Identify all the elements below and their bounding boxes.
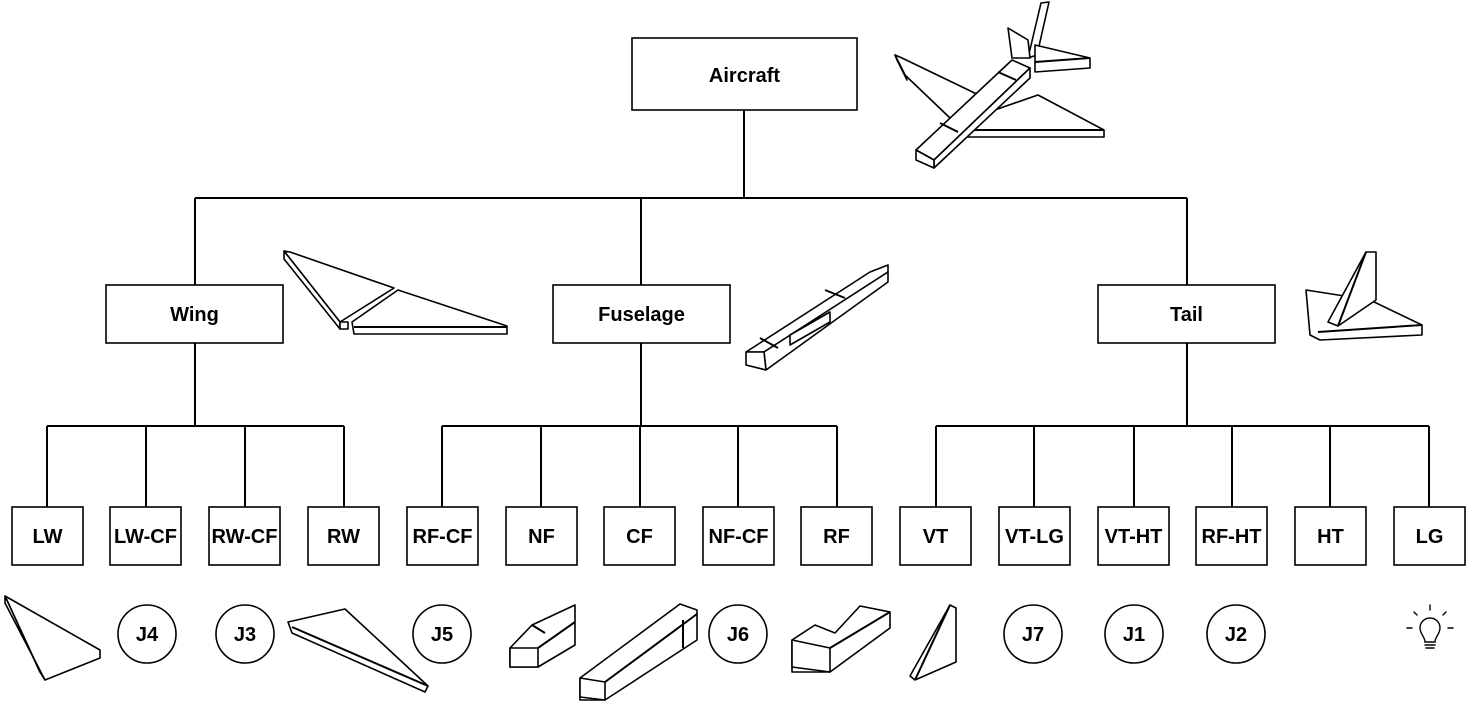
right-wing-part-icon <box>287 608 429 693</box>
joint-j5: J5 <box>412 604 472 664</box>
wing-icon <box>283 250 508 335</box>
node-vt: VT <box>899 506 972 566</box>
joint-j3: J3 <box>215 604 275 664</box>
node-rw: RW <box>307 506 380 566</box>
joint-j2: J2 <box>1206 604 1266 664</box>
joint-j7: J7 <box>1003 604 1063 664</box>
node-ht-label: HT <box>1317 526 1344 548</box>
node-fuselage: Fuselage <box>552 284 731 344</box>
node-fuselage-label: Fuselage <box>598 304 685 326</box>
vertical-tail-part-icon <box>909 604 957 681</box>
node-vt-ht-label: VT-HT <box>1105 526 1163 548</box>
node-aircraft-label: Aircraft <box>709 65 780 87</box>
node-rf-ht-label: RF-HT <box>1202 526 1262 548</box>
node-lg-label: LG <box>1416 526 1444 548</box>
node-nf-cf-label: NF-CF <box>709 526 769 548</box>
node-wing-label: Wing <box>170 304 219 326</box>
joint-j3-label: J3 <box>234 624 256 646</box>
joint-j4: J4 <box>117 604 177 664</box>
joint-j7-label: J7 <box>1022 624 1044 646</box>
node-rw-cf-label: RW-CF <box>212 526 278 548</box>
joint-j6: J6 <box>708 604 768 664</box>
node-rf: RF <box>800 506 873 566</box>
rear-fuselage-part-icon <box>791 605 891 673</box>
node-nf: NF <box>505 506 578 566</box>
tail-icon <box>1305 251 1423 341</box>
node-vt-lg-label: VT-LG <box>1005 526 1064 548</box>
joint-j4-label: J4 <box>136 624 159 646</box>
node-rw-label: RW <box>327 526 360 548</box>
tree-connectors <box>46 110 1430 507</box>
node-nf-cf: NF-CF <box>702 506 775 566</box>
node-vt-label: VT <box>923 526 949 548</box>
nose-fuselage-part-icon <box>509 604 576 668</box>
node-wing: Wing <box>105 284 284 344</box>
node-tail: Tail <box>1097 284 1276 344</box>
fuselage-icon <box>745 264 889 371</box>
node-tail-label: Tail <box>1170 304 1203 326</box>
node-lw-label: LW <box>33 526 63 548</box>
joint-j6-label: J6 <box>727 624 749 646</box>
joint-j1: J1 <box>1104 604 1164 664</box>
lightbulb-icon <box>1406 604 1454 649</box>
node-lg: LG <box>1393 506 1466 566</box>
node-vt-lg: VT-LG <box>998 506 1071 566</box>
joint-j5-label: J5 <box>431 624 453 646</box>
node-lw-cf: LW-CF <box>109 506 182 566</box>
node-cf-label: CF <box>626 526 653 548</box>
node-rf-cf-label: RF-CF <box>413 526 473 548</box>
node-rf-ht: RF-HT <box>1195 506 1268 566</box>
node-cf: CF <box>603 506 676 566</box>
aircraft-icon <box>894 1 1105 169</box>
node-vt-ht: VT-HT <box>1097 506 1170 566</box>
joint-j2-label: J2 <box>1225 624 1247 646</box>
node-lw-cf-label: LW-CF <box>114 526 177 548</box>
node-lw: LW <box>11 506 84 566</box>
left-wing-part-icon <box>4 595 101 681</box>
node-ht: HT <box>1294 506 1367 566</box>
center-fuselage-part-icon <box>579 603 698 701</box>
node-rf-cf: RF-CF <box>406 506 479 566</box>
joint-j1-label: J1 <box>1123 624 1145 646</box>
node-rf-label: RF <box>823 526 850 548</box>
node-rw-cf: RW-CF <box>208 506 281 566</box>
node-nf-label: NF <box>528 526 555 548</box>
node-aircraft: Aircraft <box>631 37 858 111</box>
